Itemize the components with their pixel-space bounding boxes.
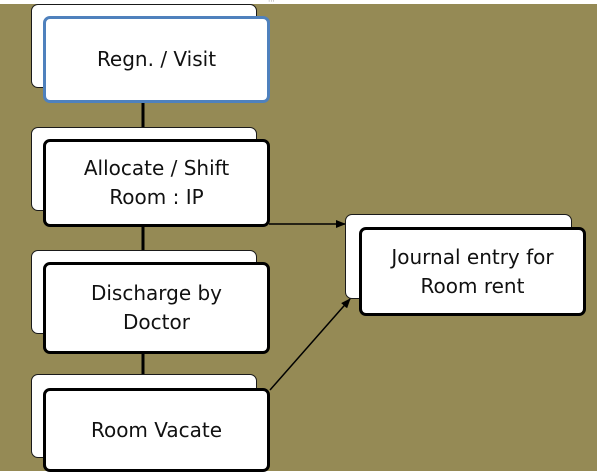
top-marker: ⋯	[268, 0, 275, 5]
regn-visit-box[interactable]: Regn. / Visit	[43, 16, 270, 103]
discharge-box[interactable]: Discharge by Doctor	[43, 262, 270, 354]
top-margin-strip	[0, 0, 597, 4]
allocate-room-box[interactable]: Allocate / Shift Room : IP	[43, 139, 270, 227]
arrow-vacate-to-journal	[269, 298, 351, 391]
room-vacate-box[interactable]: Room Vacate	[43, 388, 270, 472]
journal-entry-box[interactable]: Journal entry for Room rent	[359, 227, 586, 316]
